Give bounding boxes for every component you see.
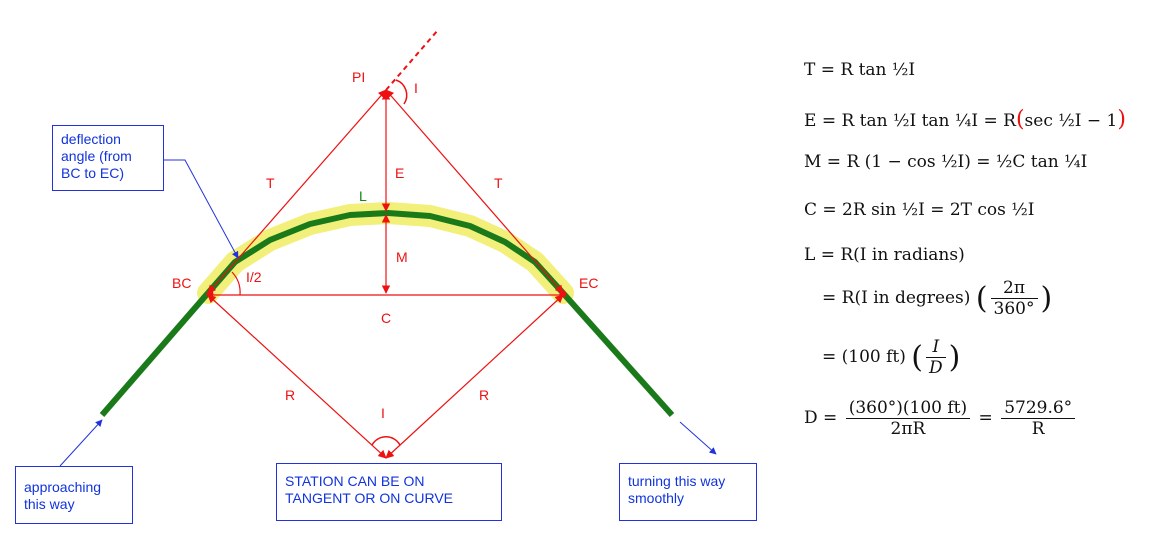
turning-text: turning this way smoothly [628, 473, 726, 506]
bc-label: BC [172, 275, 191, 291]
radius-label-left: R [285, 387, 295, 403]
turning-leader [679, 421, 717, 455]
bc-point [206, 290, 214, 298]
approach-tangent [99, 291, 211, 417]
curve-length-label: L [359, 188, 367, 204]
pi-label: PI [352, 69, 365, 85]
external-distance-label: E [395, 165, 404, 181]
half-angle-arc [231, 271, 241, 296]
chord-label: C [381, 310, 391, 326]
length-formula-radians: L = R(I in radians) [804, 245, 965, 265]
station-text: STATION CAN BE ON TANGENT OR ON CURVE [285, 473, 454, 506]
tangent-extension [385, 29, 439, 91]
radius-line-left [207, 294, 387, 459]
tangent-label-right: T [494, 175, 503, 191]
tangent-label-left: T [266, 175, 275, 191]
tangent-line-left [207, 89, 387, 294]
deflection-angle-text: deflection angle (from BC to EC) [61, 131, 132, 181]
tangent-formula: T = R tan ½I [804, 60, 916, 80]
radius-label-right: R [479, 387, 489, 403]
chord-formula: C = 2R sin ½I = 2T cos ½I [804, 200, 1035, 220]
external-formula: E = R tan ½I tan ¼I = R(sec ½I − 1) [804, 107, 1126, 132]
central-angle-arc [371, 436, 401, 446]
degree-of-curve-formula: D = (360°)(100 ft)2πR = 5729.6°R [804, 398, 1078, 439]
middle-ordinate-label: M [396, 249, 408, 265]
intersection-angle-arc-top [395, 79, 408, 105]
ec-label: EC [579, 275, 598, 291]
approaching-leader [59, 419, 103, 467]
tangent-line-right [385, 89, 564, 294]
turning-callout: turning this way smoothly [619, 463, 757, 521]
half-angle-label: I/2 [246, 269, 262, 285]
exit-tangent [560, 291, 675, 417]
middle-ordinate-formula: M = R (1 − cos ½I) = ½C tan ¼I [804, 152, 1088, 172]
approaching-callout: approaching this way [15, 466, 133, 524]
ec-point [559, 290, 567, 298]
station-callout: STATION CAN BE ON TANGENT OR ON CURVE [276, 463, 502, 521]
central-angle-label: I [381, 405, 385, 421]
deflection-leader [164, 159, 239, 259]
approaching-text: approaching this way [24, 479, 102, 512]
radius-line-right [385, 294, 564, 459]
intersection-angle-label: I [414, 80, 418, 96]
deflection-angle-callout: deflection angle (from BC to EC) [52, 125, 164, 191]
